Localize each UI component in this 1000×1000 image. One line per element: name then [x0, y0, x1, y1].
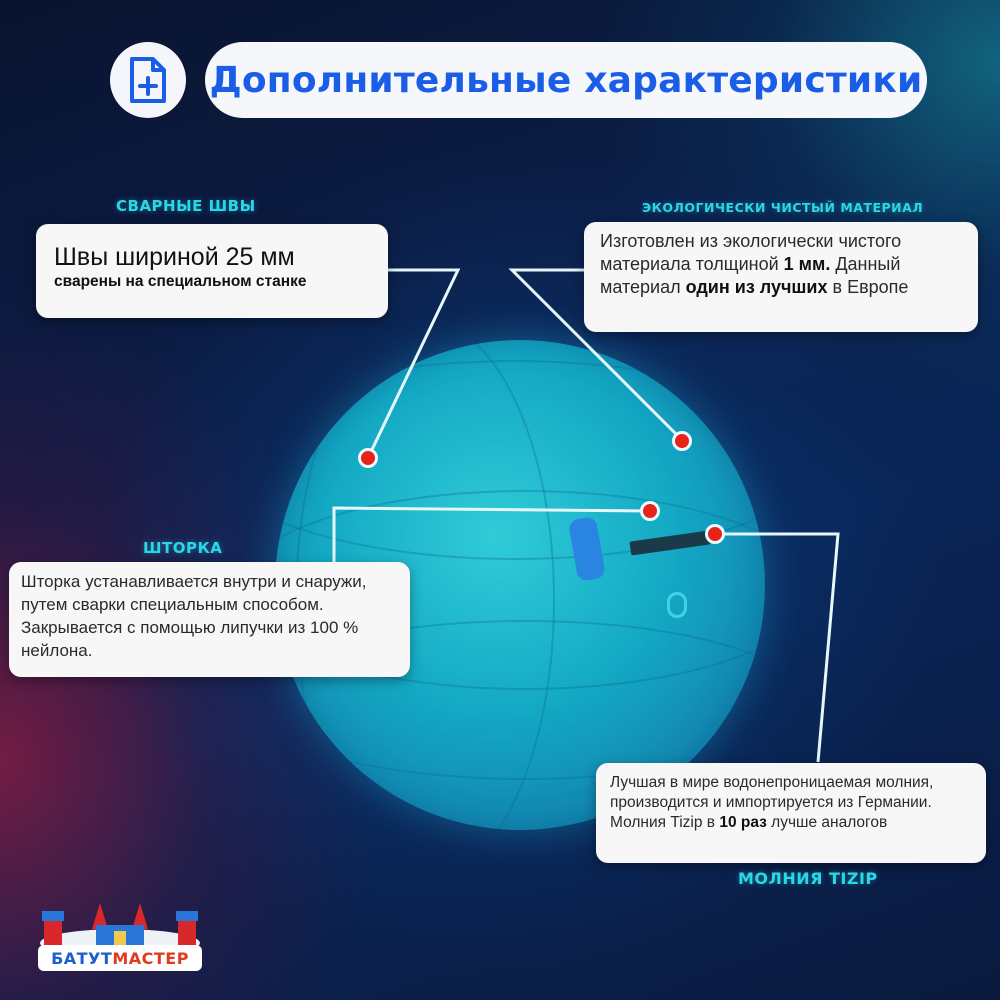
curtain-card: Шторка устанавливается внутри и снаружи,…: [9, 562, 410, 677]
material-card: Изготовлен из экологически чистого матер…: [584, 222, 978, 332]
marker-material[interactable]: [672, 431, 692, 451]
page-title: Дополнительные характеристики: [209, 59, 923, 101]
seams-subtitle: сварены на специальном станке: [54, 273, 307, 290]
marker-curtain[interactable]: [640, 501, 660, 521]
material-text: Изготовлен из экологически чистого матер…: [600, 231, 909, 297]
marker-seams[interactable]: [358, 448, 378, 468]
seams-title: Швы шириной 25 мм: [54, 243, 295, 271]
valve-graphic: [667, 592, 687, 618]
marker-zipper[interactable]: [705, 524, 725, 544]
page-title-pill: Дополнительные характеристики: [205, 42, 927, 118]
curtain-label: ШТОРКА: [143, 539, 223, 557]
material-label: ЭКОЛОГИЧЕСКИ ЧИСТЫЙ МАТЕРИАЛ: [642, 200, 924, 215]
zipper-card: Лучшая в мире водонепроницаемая молния, …: [596, 763, 986, 863]
seams-label: СВАРНЫЕ ШВЫ: [116, 197, 256, 215]
file-plus-icon: [130, 57, 166, 103]
zipper-label: МОЛНИЯ TIZIP: [738, 869, 878, 888]
seams-card: Швы шириной 25 мм сварены на специальном…: [36, 224, 388, 318]
curtain-text: Шторка устанавливается внутри и снаружи,…: [21, 572, 367, 660]
zipper-text: Лучшая в мире водонепроницаемая молния, …: [610, 774, 934, 831]
header-icon-badge: [110, 42, 186, 118]
